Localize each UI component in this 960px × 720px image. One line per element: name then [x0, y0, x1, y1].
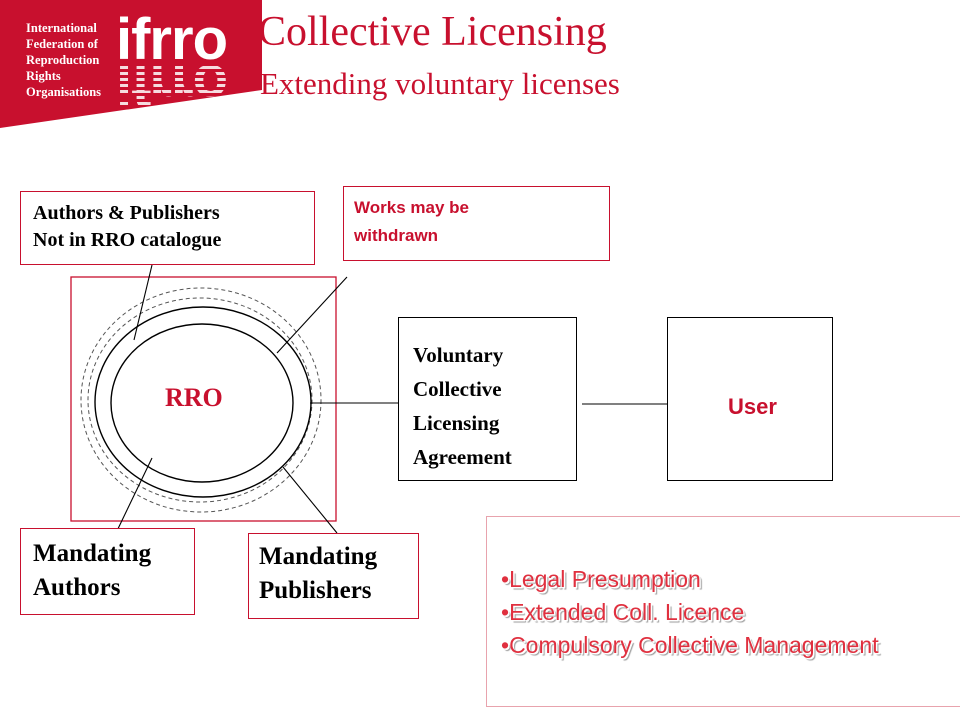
rro-frame	[70, 276, 337, 522]
logo-org-line: Federation of	[26, 37, 98, 51]
works-withdrawn-box: Works may be withdrawn	[343, 186, 610, 261]
connector-mandating-authors	[114, 457, 153, 536]
agreement-line: Voluntary	[413, 343, 504, 367]
user-box: User	[667, 317, 833, 481]
ifrro-logo-banner: International Federation of Reproduction…	[0, 0, 262, 128]
user-label: User	[728, 394, 777, 419]
legal-options-box: Legal Presumption Extended Coll. Licence…	[486, 516, 960, 707]
legal-option-item: Legal Presumption	[501, 563, 879, 596]
connector-not-in-catalogue	[133, 264, 153, 341]
logo-org-line: Rights	[26, 69, 61, 83]
works-withdrawn-line: withdrawn	[354, 226, 439, 245]
legal-option-item: Extended Coll. Licence	[501, 596, 879, 629]
mandating-authors-line: Mandating	[33, 540, 152, 567]
agreement-line: Agreement	[413, 445, 512, 469]
not-in-catalogue-line: Not in RRO catalogue	[33, 229, 222, 251]
mandating-publishers-line: Mandating	[259, 543, 378, 570]
not-in-catalogue-box: Authors & Publishers Not in RRO catalogu…	[20, 191, 315, 265]
agreement-line: Collective	[413, 377, 502, 401]
logo-banner-shape	[0, 0, 262, 128]
agreement-line: Licensing	[413, 411, 500, 435]
logo-wordmark: ifrro	[116, 7, 228, 72]
mandating-publishers-line: Publishers	[259, 577, 372, 604]
not-in-catalogue-line: Authors & Publishers	[33, 202, 220, 224]
logo-org-line: Reproduction	[26, 53, 100, 67]
slide-subtitle: Extending voluntary licenses	[260, 66, 620, 101]
mandating-authors-box: Mandating Authors	[20, 528, 195, 615]
outer-dashed-circle	[80, 287, 322, 513]
rro-circle	[110, 323, 294, 483]
mandating-publishers-box: Mandating Publishers	[248, 533, 419, 619]
mandate-circle	[94, 306, 312, 498]
licensing-agreement-box: Voluntary Collective Licensing Agreement	[398, 317, 577, 481]
middle-dashed-circle	[87, 297, 313, 503]
slide-title: Collective Licensing	[258, 9, 607, 55]
rro-label: RRO	[165, 383, 223, 412]
logo-org-line: Organisations	[26, 85, 102, 99]
mandating-authors-line: Authors	[33, 574, 121, 601]
works-withdrawn-line: Works may be	[354, 198, 469, 217]
connector-withdrawn	[276, 276, 348, 354]
connector-mandating-publishers	[282, 466, 338, 534]
legal-option-item: Compulsory Collective Management	[501, 629, 878, 662]
logo-org-line: International	[26, 21, 97, 35]
legal-options-list: Legal Presumption Extended Coll. Licence…	[501, 563, 879, 662]
